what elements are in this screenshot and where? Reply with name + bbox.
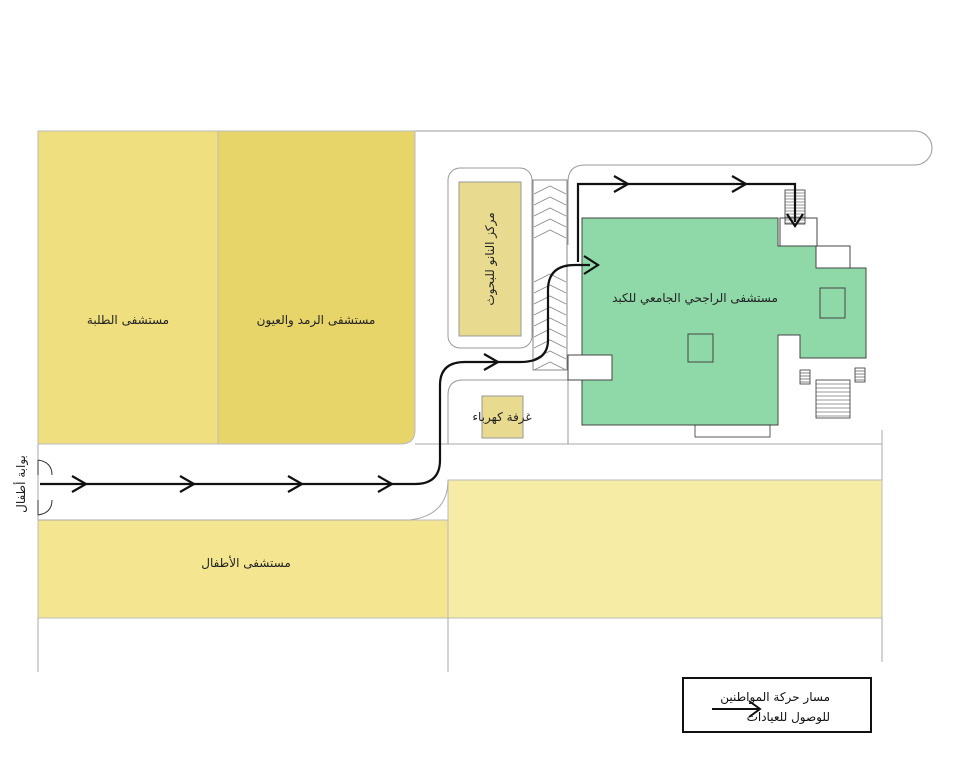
legend: مسار حركة المواطنين للوصول للعيادات: [682, 677, 872, 733]
arrow-right-icon: [712, 700, 762, 718]
building-nano: [458, 181, 522, 337]
label-eye-hospital: مستشفى الرمد والعيون: [257, 313, 376, 328]
road-lines: [37, 430, 883, 672]
ramp-chevron: [533, 306, 567, 316]
ramp-chevron: [533, 207, 567, 217]
building-liver: [581, 217, 867, 426]
liver-annex-right: [815, 245, 851, 269]
label-children-hospital: مستشفى الأطفال: [201, 555, 291, 570]
path-arrows: [71, 175, 804, 493]
label-electric-room: غرفة كهرباء: [472, 410, 531, 425]
label-gate: بوابة أطفال: [13, 455, 29, 513]
ramp-chevron: [533, 273, 567, 283]
building-medicine: [37, 130, 219, 445]
ramp-chevron: [533, 328, 567, 338]
electric-enclosure: [447, 379, 569, 444]
label-liver-hospital: مستشفى الراجحي الجامعي للكبد: [612, 291, 778, 306]
legend-text: مسار حركة المواطنين للوصول للعيادات: [720, 687, 830, 727]
liver-court-2: [819, 287, 846, 319]
nano-enclosure: [447, 167, 533, 349]
gate-doors: [37, 459, 53, 516]
liver-entrance-box: [567, 354, 613, 381]
liver-court-1: [687, 333, 714, 363]
top-road-outline: [415, 130, 933, 245]
legend-line-1: مسار حركة المواطنين: [720, 690, 830, 704]
building-children-left: [37, 519, 449, 619]
legend-line-2: للوصول للعيادات: [746, 710, 830, 724]
label-nano-center: مركز النانو للبحوث: [483, 212, 498, 305]
ramp-chevron: [533, 218, 567, 228]
ramp-chevron: [533, 229, 567, 239]
ramp-chevron: [533, 185, 567, 195]
ramp-chevron: [533, 317, 567, 327]
ramp-chevron: [533, 339, 567, 349]
ramp-chevron: [533, 284, 567, 294]
ramp-chevron: [533, 295, 567, 305]
ramp-chevron: [533, 196, 567, 206]
ramp: [532, 179, 568, 371]
label-medicine-hospital: مستشفى الطلبة: [87, 313, 169, 327]
building-electric: [481, 395, 524, 439]
building-eye: [217, 130, 416, 445]
ramp-chevron: [533, 361, 567, 371]
building-children-right: [447, 479, 883, 619]
citizen-path: [40, 182, 797, 486]
